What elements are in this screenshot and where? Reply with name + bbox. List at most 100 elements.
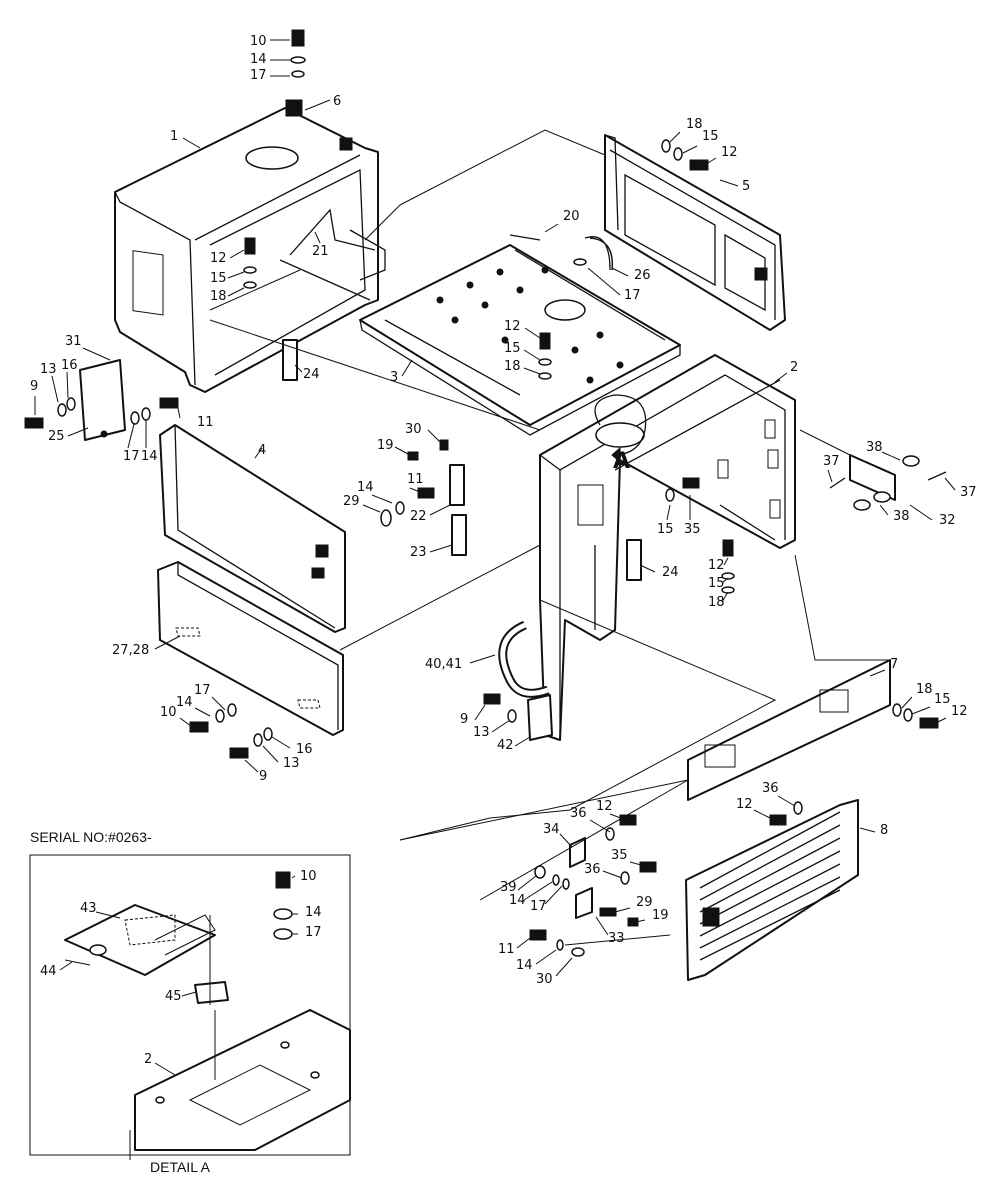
part-number-label: 44 — [40, 964, 57, 979]
leader-line — [901, 696, 913, 709]
leader-line — [254, 447, 263, 459]
part-number-label: 14 — [357, 480, 374, 495]
leader-line — [723, 557, 729, 566]
part-number-label: 43 — [80, 901, 97, 916]
part-number-label: 11 — [407, 472, 424, 487]
leader-line — [682, 145, 698, 154]
part-number-label: 9 — [259, 769, 267, 784]
part-number-label: 29 — [343, 494, 360, 509]
part-number-label: 36 — [570, 806, 587, 821]
part-number-label: 17 — [305, 925, 322, 940]
leader-line — [67, 427, 89, 437]
leader-line — [181, 991, 197, 997]
part-number-label: 14 — [516, 958, 533, 973]
leader-line — [595, 916, 609, 936]
part-number-label: 19 — [652, 908, 669, 923]
leader-line — [777, 795, 796, 807]
leader-line — [262, 745, 279, 763]
leader-line — [177, 407, 181, 419]
part-3-base-plate — [359, 244, 681, 436]
part-number-label: 5 — [742, 179, 750, 194]
leader-line — [491, 719, 511, 733]
leader-line — [944, 477, 956, 491]
part-number-label: 36 — [584, 862, 601, 877]
part-number-label: 14 — [509, 893, 526, 908]
leader-line — [707, 157, 717, 164]
hardware-fasteners — [24, 29, 939, 957]
part-number-label: 10 — [160, 705, 177, 720]
part-number-label: 16 — [61, 358, 78, 373]
part-number-label: 14 — [176, 695, 193, 710]
leader-line — [602, 870, 623, 879]
part-number-label: 22 — [410, 509, 427, 524]
part-number-label: 18 — [686, 117, 703, 132]
part-number-label: 2 — [144, 1052, 152, 1067]
leader-line — [244, 759, 259, 773]
part-number-label: 25 — [48, 429, 65, 444]
part-number-label: 12 — [596, 799, 613, 814]
part-number-label: 14 — [250, 52, 267, 67]
part-number-label: 4 — [258, 443, 266, 458]
leader-line — [589, 819, 611, 833]
part-number-label: 12 — [210, 251, 227, 266]
part-number-label: 9 — [460, 712, 468, 727]
pipe-parts — [498, 237, 613, 698]
part-number-label: 38 — [866, 440, 883, 455]
leader-line — [304, 99, 331, 111]
part-number-label: 18 — [210, 289, 227, 304]
leader-line — [859, 827, 876, 833]
part-number-label: 12 — [721, 145, 738, 160]
part-2-main-frame — [539, 354, 796, 741]
part-number-label: 32 — [939, 513, 956, 528]
leader-line — [194, 707, 211, 717]
leader-line — [911, 706, 931, 715]
leader-line — [669, 131, 681, 143]
part-number-label: 18 — [504, 359, 521, 374]
part-number-label: 24 — [303, 367, 320, 382]
leader-line — [517, 875, 537, 891]
part-7-rear-bar — [687, 659, 891, 801]
leader-line — [535, 949, 557, 965]
leader-line — [544, 885, 563, 905]
leader-line — [127, 423, 135, 449]
part-number-label: 18 — [916, 682, 933, 697]
part-number-label: 13 — [283, 756, 300, 771]
part-number-label: 38 — [893, 509, 910, 524]
leader-line — [879, 504, 889, 516]
leader-line — [211, 696, 226, 711]
leader-line — [154, 635, 181, 650]
leader-line — [774, 372, 788, 383]
leader-line — [66, 371, 69, 399]
hinge-parts — [282, 339, 947, 919]
leader-line — [753, 809, 771, 819]
leader-line — [523, 349, 541, 361]
leader-line — [95, 911, 121, 919]
part-number-label: 2 — [790, 360, 798, 375]
leader-line — [401, 359, 413, 377]
view-arrow-a: A — [594, 394, 647, 474]
leader-line — [394, 446, 411, 456]
leader-line — [523, 881, 553, 901]
part-number-label: 33 — [608, 931, 625, 946]
part-4-front-panel — [159, 424, 346, 633]
part-number-label: 16 — [296, 742, 313, 757]
leader-line — [59, 961, 73, 971]
leader-line — [291, 875, 296, 879]
leader-line — [362, 504, 381, 513]
leader-line — [721, 591, 729, 603]
leader-line — [516, 937, 531, 949]
part-number-label: 17 — [250, 68, 267, 83]
leader-line — [666, 504, 671, 521]
detail-caption: DETAIL A — [150, 1159, 211, 1175]
part-number-label: 27,28 — [112, 643, 149, 658]
part-number-label: 36 — [762, 781, 779, 796]
leader-line — [371, 494, 393, 504]
part-number-label: 37 — [960, 485, 977, 500]
leader-line — [614, 907, 631, 913]
part-number-label: 26 — [634, 268, 651, 283]
part-number-label: 6 — [333, 94, 341, 109]
part-number-label: 17 — [624, 288, 641, 303]
part-5-side-panel — [604, 134, 786, 331]
part-number-label: 13 — [473, 725, 490, 740]
part-number-label: 29 — [636, 895, 653, 910]
